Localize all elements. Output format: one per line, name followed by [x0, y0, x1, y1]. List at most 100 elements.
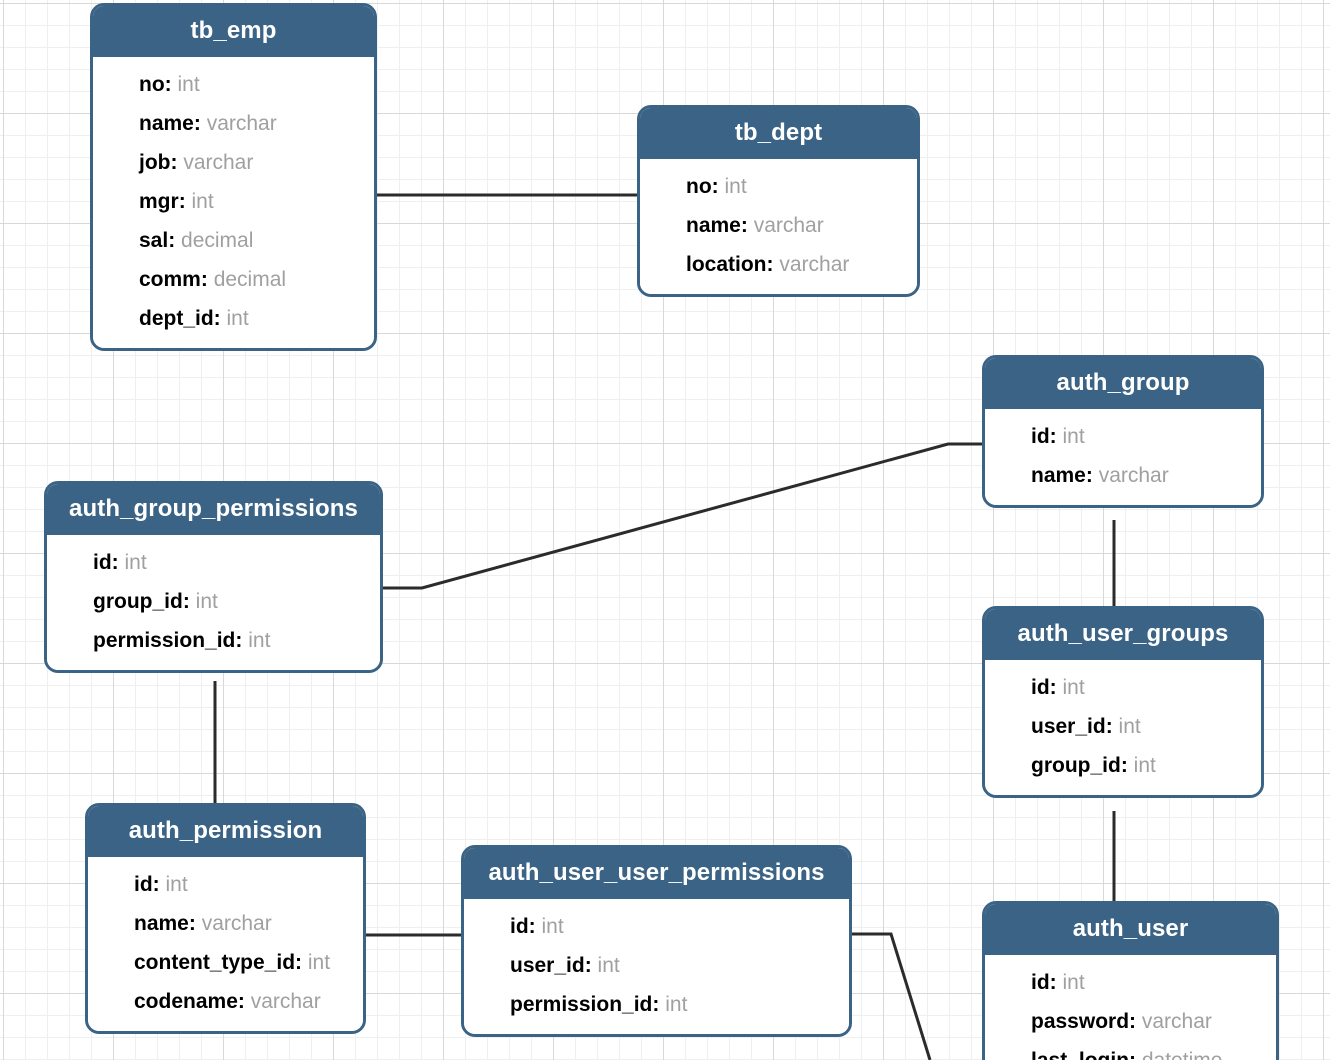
field-row[interactable]: user_id: int [464, 946, 849, 985]
field-separator: : [1120, 754, 1134, 777]
entity-title-auth_group_permissions: auth_group_permissions [47, 484, 380, 535]
entity-title-auth_user_groups: auth_user_groups [985, 609, 1261, 660]
field-row[interactable]: password: varchar [985, 1002, 1276, 1041]
field-separator: : [188, 912, 202, 935]
field-separator: : [200, 268, 214, 291]
field-name: location [686, 253, 767, 276]
field-row[interactable]: group_id: int [985, 746, 1261, 785]
field-name: mgr [139, 190, 179, 213]
field-separator: : [652, 993, 666, 1016]
field-name: last_login [1031, 1049, 1129, 1060]
field-name: no [139, 73, 165, 96]
field-name: dept_id [139, 307, 214, 330]
field-separator: : [740, 214, 754, 237]
entity-title-tb_emp: tb_emp [93, 6, 374, 57]
field-row[interactable]: comm: decimal [93, 260, 374, 299]
field-row[interactable]: id: int [464, 907, 849, 946]
field-row[interactable]: location: varchar [640, 245, 917, 284]
field-type: int [191, 190, 214, 213]
field-type: varchar [206, 112, 277, 135]
field-separator: : [213, 307, 227, 330]
field-row[interactable]: name: varchar [93, 104, 374, 143]
relationship-edge-auth_group_permissions-auth_group[interactable] [383, 442, 982, 590]
field-type: varchar [201, 912, 272, 935]
field-row[interactable]: no: int [93, 65, 374, 104]
field-name: codename [134, 990, 238, 1013]
field-type: int [177, 73, 200, 96]
field-separator: : [164, 73, 178, 96]
field-name: id [1031, 676, 1050, 699]
field-row[interactable]: name: varchar [88, 904, 363, 943]
field-separator: : [1049, 676, 1063, 699]
field-type: int [1062, 676, 1085, 699]
field-row[interactable]: id: int [985, 668, 1261, 707]
field-row[interactable]: permission_id: int [47, 621, 380, 660]
field-separator: : [170, 151, 184, 174]
field-row[interactable]: codename: varchar [88, 982, 363, 1021]
field-row[interactable]: sal: decimal [93, 221, 374, 260]
field-name: name [1031, 464, 1086, 487]
field-row[interactable]: user_id: int [985, 707, 1261, 746]
field-row[interactable]: mgr: int [93, 182, 374, 221]
field-name: id [510, 915, 529, 938]
field-row[interactable]: id: int [88, 865, 363, 904]
field-type: int [1062, 425, 1085, 448]
field-name: permission_id [510, 993, 653, 1016]
field-name: permission_id [93, 629, 236, 652]
field-type: int [165, 873, 188, 896]
field-name: user_id [510, 954, 585, 977]
field-row[interactable]: dept_id: int [93, 299, 374, 338]
field-separator: : [178, 190, 192, 213]
field-row[interactable]: id: int [47, 543, 380, 582]
field-name: group_id [1031, 754, 1121, 777]
field-type: int [1118, 715, 1141, 738]
field-type: int [1062, 971, 1085, 994]
field-separator: : [1129, 1049, 1142, 1060]
field-row[interactable]: id: int [985, 417, 1261, 456]
field-separator: : [193, 112, 207, 135]
field-type: int [226, 307, 249, 330]
field-name: name [134, 912, 189, 935]
field-type: varchar [753, 214, 824, 237]
field-name: no [686, 175, 712, 198]
field-row[interactable]: last_login: datetime [985, 1041, 1276, 1060]
field-row[interactable]: name: varchar [640, 206, 917, 245]
field-row[interactable]: content_type_id: int [88, 943, 363, 982]
field-name: content_type_id [134, 951, 296, 974]
field-row[interactable]: job: varchar [93, 143, 374, 182]
relationship-edge-auth_user_user_permissions-offscreen[interactable] [852, 932, 932, 1060]
field-row[interactable]: permission_id: int [464, 985, 849, 1024]
field-name: user_id [1031, 715, 1106, 738]
field-type: int [248, 629, 271, 652]
field-separator: : [766, 253, 780, 276]
field-name: id [134, 873, 153, 896]
field-type: varchar [183, 151, 254, 174]
entity-title-auth_user: auth_user [985, 904, 1276, 955]
field-type: datetime [1142, 1049, 1223, 1060]
field-name: comm [139, 268, 201, 291]
field-row[interactable]: name: varchar [985, 456, 1261, 495]
field-separator: : [528, 915, 542, 938]
field-type: int [541, 915, 564, 938]
field-row[interactable]: group_id: int [47, 582, 380, 621]
field-row[interactable]: no: int [640, 167, 917, 206]
field-separator: : [168, 229, 182, 252]
field-type: decimal [213, 268, 287, 291]
field-row[interactable]: id: int [985, 963, 1276, 1002]
field-name: id [1031, 971, 1050, 994]
field-name: job [139, 151, 171, 174]
